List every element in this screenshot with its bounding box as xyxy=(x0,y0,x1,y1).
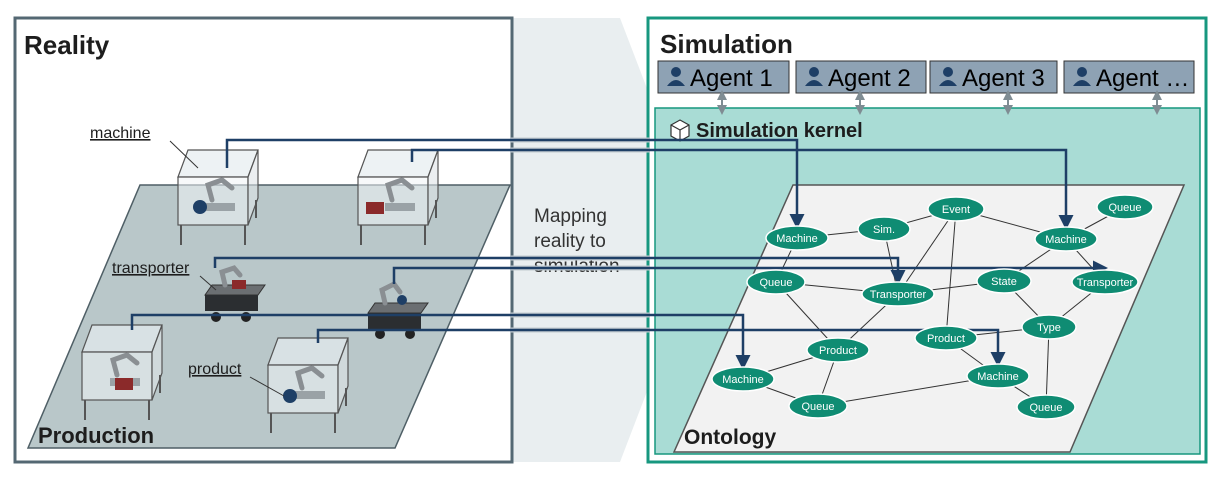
node-state: State xyxy=(976,268,1032,294)
engine-icon xyxy=(366,202,384,214)
label-transporter: transporter xyxy=(112,260,190,277)
node-state-label: State xyxy=(991,276,1017,288)
agent-icon xyxy=(809,67,819,77)
node-machine-bl-label: Machine xyxy=(722,374,764,386)
gear-icon xyxy=(193,200,207,214)
reality-panel xyxy=(13,16,514,464)
machine-cell-1 xyxy=(177,149,259,245)
gear-icon xyxy=(397,295,407,305)
agent-icon xyxy=(1077,67,1087,77)
node-type: Type xyxy=(1021,314,1077,340)
mapping-line-2: reality to xyxy=(534,231,606,252)
ontology-label: Ontology xyxy=(684,426,776,449)
agent-2-label: Agent 2 xyxy=(828,65,911,92)
agent-3: Agent 3 xyxy=(929,60,1058,94)
node-event: Event xyxy=(927,196,985,222)
ontology-nodes: Machine Sim. Event Machine Queue Queue T… xyxy=(711,194,1154,420)
engine-icon xyxy=(232,280,246,289)
node-type-label: Type xyxy=(1037,322,1061,334)
agent-icon xyxy=(671,67,681,77)
node-machine-br-label: Machine xyxy=(977,371,1019,383)
machine-cell-3 xyxy=(81,324,163,420)
leader-machine xyxy=(169,140,199,169)
node-queue-b-label: Queue xyxy=(801,401,834,413)
label-product: product xyxy=(188,361,242,378)
mapping-line-1: Mapping xyxy=(534,206,607,227)
node-transporter-r-label: Transporter xyxy=(1077,277,1134,289)
label-machine: machine xyxy=(90,125,151,142)
node-product-m: Product xyxy=(806,337,870,363)
agent-4: Agent … xyxy=(1063,60,1195,94)
node-queue-tr: Queue xyxy=(1096,194,1154,220)
transporter-2 xyxy=(367,280,429,339)
node-sim: Sim. xyxy=(857,216,911,242)
node-queue-br-label: Queue xyxy=(1029,402,1062,414)
node-machine-a: Machine xyxy=(765,225,829,251)
mapping-connectors xyxy=(130,137,1108,370)
node-machine-b-label: Machine xyxy=(1045,234,1087,246)
transporter-1 xyxy=(204,265,266,322)
node-queue-br: Queue xyxy=(1016,394,1076,420)
node-transporter-c: Transporter xyxy=(861,281,935,307)
node-queue-l: Queue xyxy=(746,269,806,295)
leader-transporter xyxy=(199,275,217,291)
engine-icon xyxy=(115,378,133,390)
node-queue-b: Queue xyxy=(788,393,848,419)
agent-icon xyxy=(943,67,953,77)
node-machine-a-label: Machine xyxy=(776,233,818,245)
node-product-m-label: Product xyxy=(819,345,857,357)
agent-4-label: Agent … xyxy=(1096,65,1189,92)
node-transporter-r: Transporter xyxy=(1071,269,1139,295)
kernel-icon xyxy=(670,119,690,142)
node-product-c-label: Product xyxy=(927,333,965,345)
agent-1-label: Agent 1 xyxy=(690,65,773,92)
ontology-plane xyxy=(672,184,1186,453)
leader-product xyxy=(249,376,285,397)
agent-3-label: Agent 3 xyxy=(962,65,1045,92)
node-queue-l-label: Queue xyxy=(759,277,792,289)
node-product-c: Product xyxy=(914,325,978,351)
kernel-label: Simulation kernel xyxy=(696,120,863,142)
node-queue-tr-label: Queue xyxy=(1108,202,1141,214)
node-machine-bl: Machine xyxy=(711,366,775,392)
production-label: Production xyxy=(38,423,154,448)
node-sim-label: Sim. xyxy=(873,224,895,236)
reality-title: Reality xyxy=(24,30,110,60)
simulation-title: Simulation xyxy=(660,29,793,59)
agent-2: Agent 2 xyxy=(795,60,927,94)
node-machine-b: Machine xyxy=(1034,226,1098,252)
machine-cell-4 xyxy=(267,337,349,433)
node-transporter-c-label: Transporter xyxy=(870,289,927,301)
agent-1: Agent 1 xyxy=(657,60,790,94)
node-machine-br: Machine xyxy=(966,363,1030,389)
gear-icon xyxy=(283,389,297,403)
node-event-label: Event xyxy=(942,204,970,216)
